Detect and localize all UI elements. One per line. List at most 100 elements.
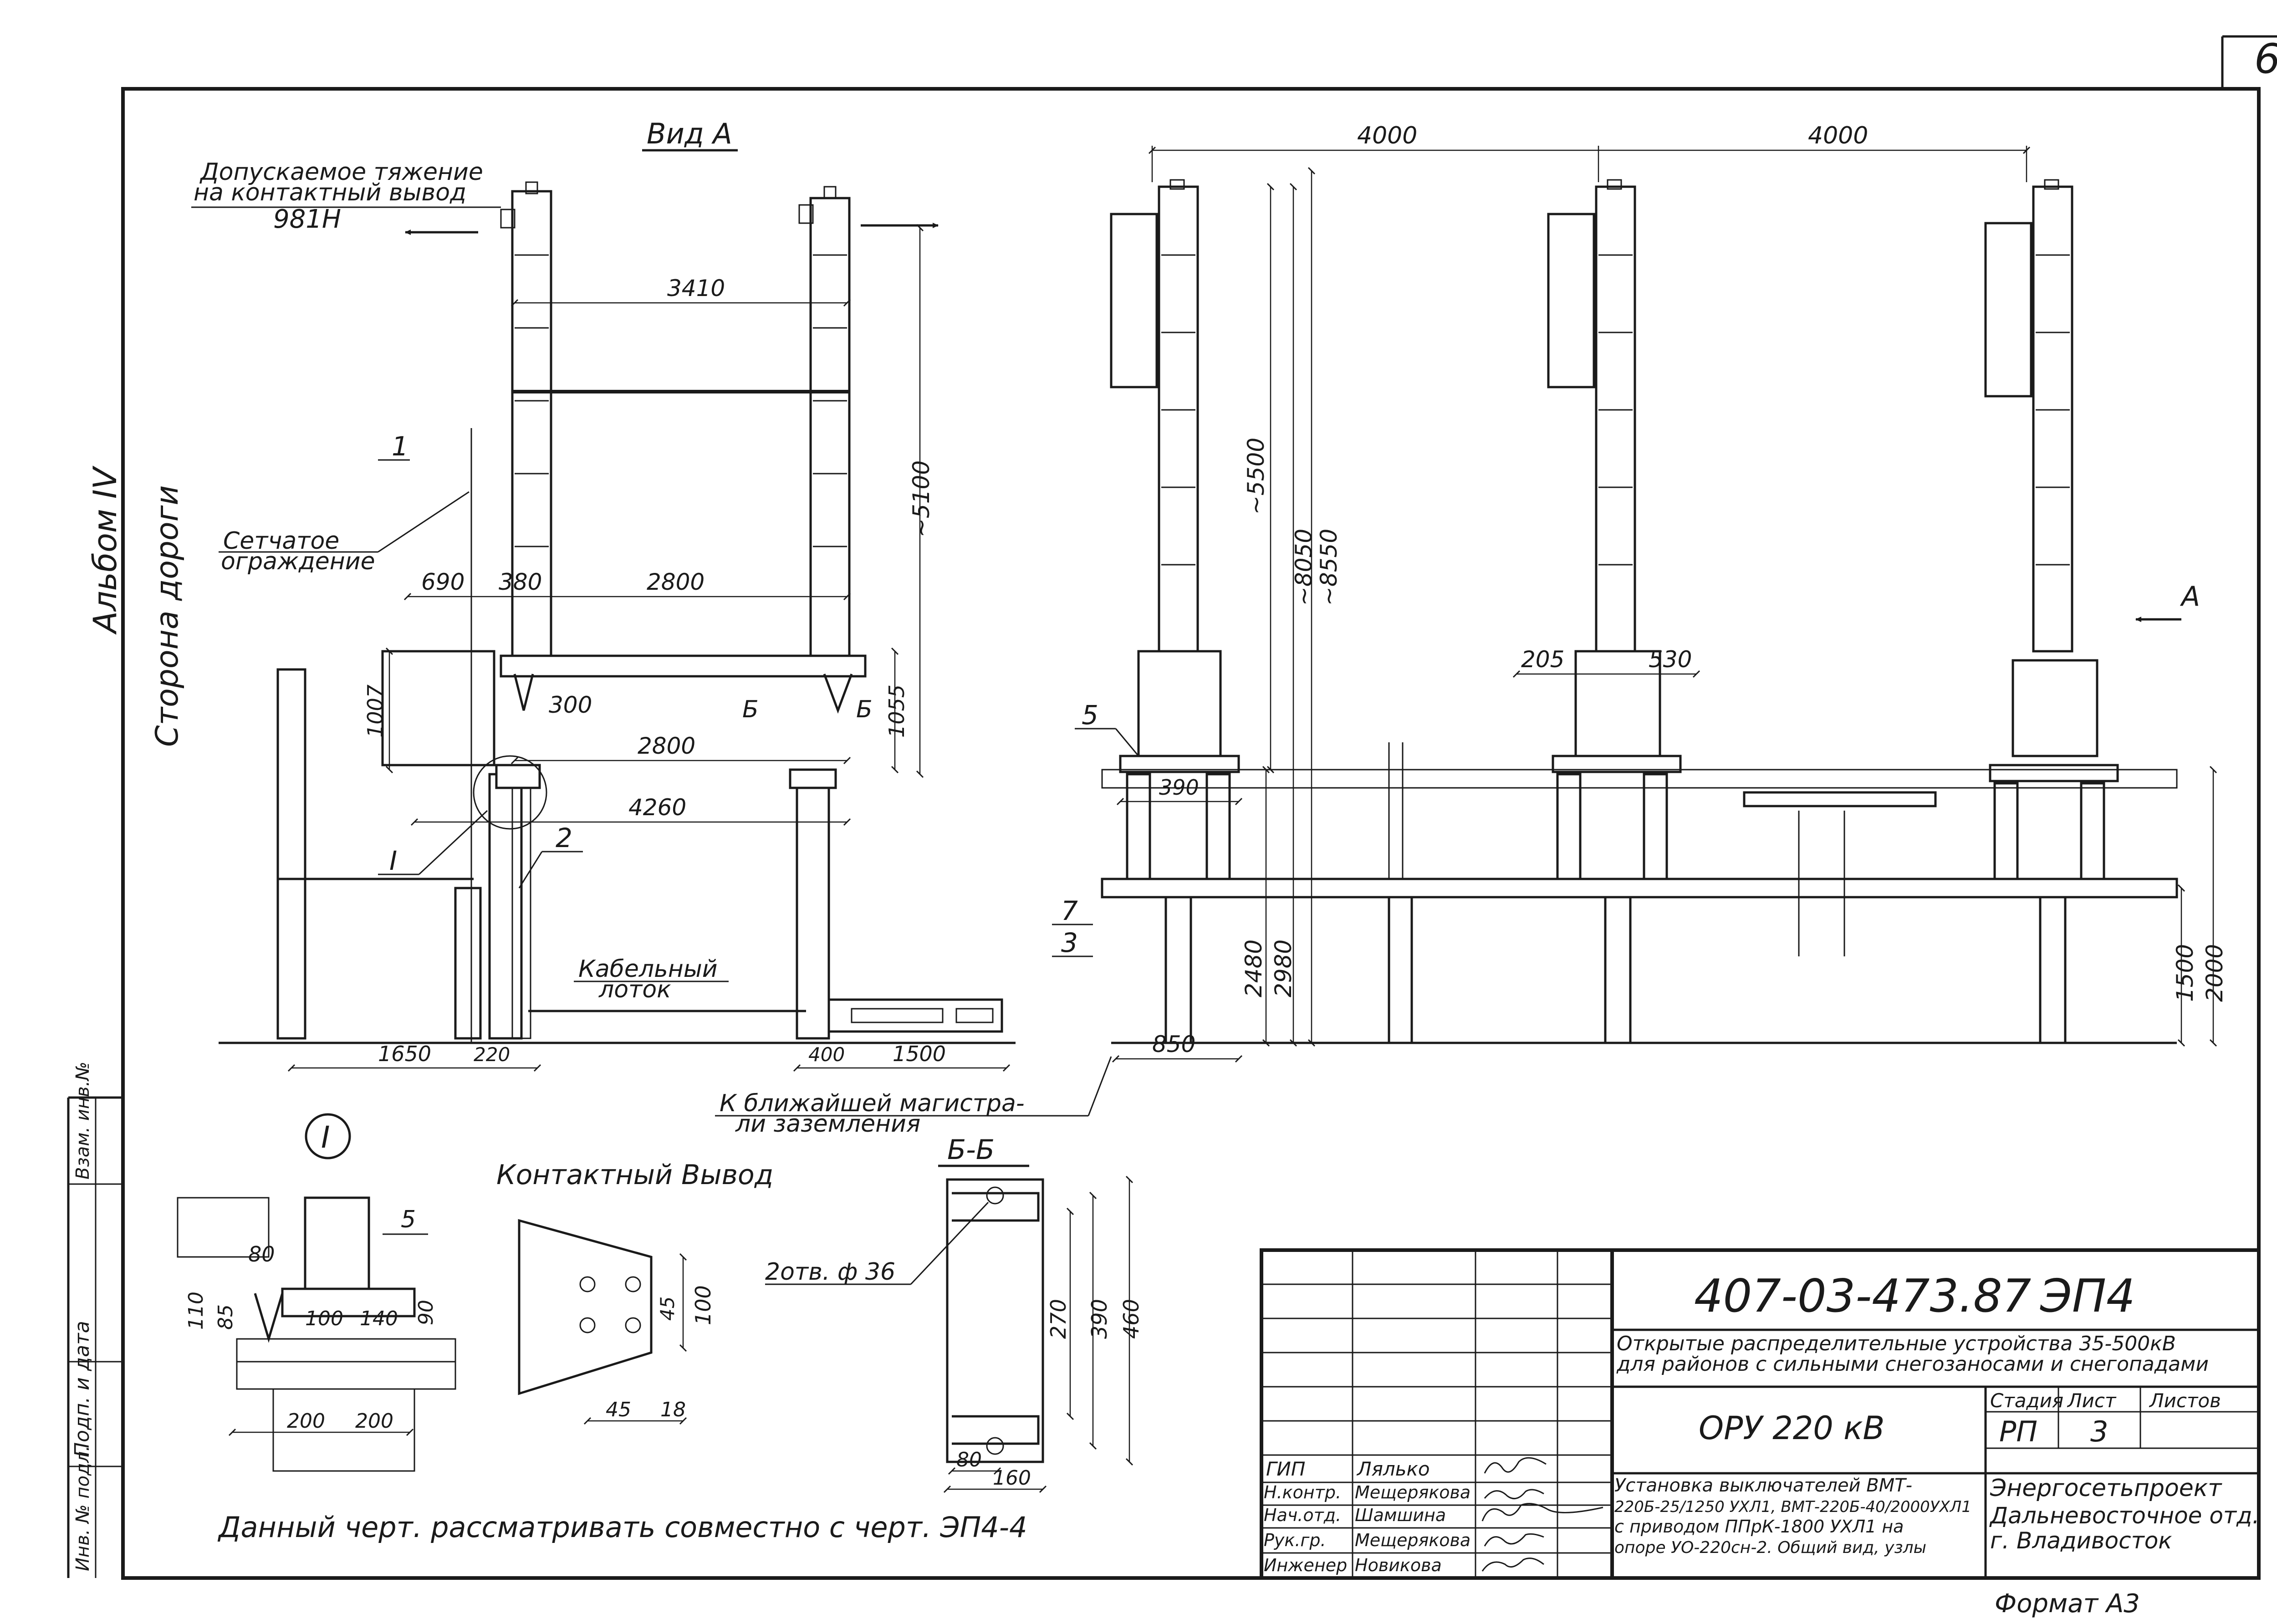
ct-dim-100: 100 [691,1285,715,1325]
dim-2000-side: 2000 [2201,944,2228,1002]
fence-label-line1: Сетчатое [223,527,339,555]
project-line1: Открытые распределительные устройства 35… [1617,1332,2176,1355]
callout-I: I [389,845,397,876]
bb-dim-160: 160 [993,1466,1031,1490]
dim-1500-side: 1500 [2172,944,2198,1002]
bb-dim-390: 390 [1087,1299,1112,1339]
dim-1500: 1500 [893,1042,946,1066]
dim-8550: ~8550 [1316,529,1342,606]
cable-tray-line1: Кабельный [578,955,718,983]
side-callout-7: 7 [1061,895,1078,926]
detail-dim-110: 110 [184,1292,208,1330]
inv-original-label: Инв. № подл. [72,1445,93,1571]
bottom-note: Данный черт. рассматривать совместно с ч… [217,1511,1027,1544]
section-mark-left: Б [742,696,759,723]
detail-dim-140: 140 [360,1307,398,1330]
breaker-pole-1 [1110,179,1240,1044]
sheet-header: Лист [2067,1389,2117,1412]
sheet-value: 3 [2090,1415,2108,1448]
contact-terminal: Контактный Вывод 45 100 45 18 [496,1159,773,1425]
side-view: 4000 4000 [1052,122,2228,1063]
sheet-corner-number: 6 [2254,35,2277,83]
album-label: Альбом IV [87,465,124,635]
dim-4000-left: 4000 [1357,122,1417,149]
road-side-label: Сторона дороги [149,485,185,747]
bb-dim-460: 460 [1119,1299,1144,1339]
dim-380: 380 [499,569,542,595]
dim-5100: ~5100 [908,460,934,537]
view-a: Вид А Допускаемое тяжение на контактный … [149,117,1112,1138]
staff-role-3: Рук.гр. [1264,1530,1326,1550]
dim-5500: ~5500 [1243,438,1269,515]
view-arrow-label: А [2180,581,2200,613]
object-name: ОРУ 220 кВ [1699,1410,1884,1447]
tension-value: 981Н [273,204,341,234]
breaker-pole-2 [1547,179,1682,1044]
side-callout-3: 3 [1061,927,1078,958]
dim-8050: ~8050 [1291,529,1317,606]
callout-2: 2 [556,822,572,853]
staff-role-4: Инженер [1264,1555,1347,1575]
detail-dim-90: 90 [414,1300,438,1325]
drawing-mark: ЭП4 [2040,1269,2135,1323]
dim-220: 220 [474,1043,510,1066]
dim-1007: 1007 [363,684,388,738]
cable-tray-line2: лоток [598,976,671,1003]
format-label: Формат А3 [1995,1589,2140,1619]
dim-850: 850 [1152,1031,1195,1057]
staff-name-1: Мещерякова [1355,1482,1470,1502]
staff-name-3: Мещерякова [1355,1530,1470,1550]
detail-I-marker: I [321,1120,330,1155]
ct-dim-45h: 45 [606,1398,631,1421]
staff-role-1: Н.контр. [1264,1482,1341,1502]
detail-dim-80: 80 [248,1242,275,1267]
dim-2480: 2480 [1241,940,1267,997]
stage-value: РП [1999,1415,2037,1448]
description-line2: 220Б-25/1250 УХЛ1, ВМТ-220Б-40/2000УХЛ1 [1614,1498,1971,1516]
detail-callout-5: 5 [401,1206,416,1233]
dim-400: 400 [808,1043,845,1066]
description-line3: с приводом ППрК-1800 УХЛ1 на [1614,1517,1904,1537]
dim-1055: 1055 [884,684,909,738]
section-bb-title: Б-Б [947,1134,995,1166]
detail-dim-200b: 200 [355,1410,393,1433]
project-line2: для районов с сильными снегозаносами и с… [1616,1353,2209,1376]
dim-530: 530 [1649,646,1692,673]
staff-name-2: Шамшина [1355,1505,1446,1525]
ground-note-line1: К ближайшей магистра- [720,1090,1025,1117]
bb-dim-80: 80 [956,1448,982,1471]
dim-1650: 1650 [378,1042,431,1066]
dim-4260: 4260 [628,794,686,821]
description-line1: Установка выключателей ВМТ- [1614,1475,1912,1496]
tension-note-line2: на контактный вывод [194,179,466,206]
section-mark-right: Б [856,696,873,723]
dim-2980: 2980 [1270,940,1297,997]
breaker-pole-3 [1984,179,2119,1044]
sheet-frame [67,35,2277,1580]
callout-1: 1 [392,431,408,462]
org-line3: г. Владивосток [1990,1527,2172,1554]
staff-role-2: Нач.отд. [1264,1505,1341,1525]
dim-4000-right: 4000 [1808,122,1868,149]
staff-name-0: Лялько [1356,1458,1430,1480]
bb-dim-270: 270 [1046,1299,1071,1339]
sign-date-label: Подп. и дата [71,1321,94,1457]
signatures [1481,1457,1603,1572]
title-block: 407-03-473.87 ЭП4 Открытые распределител… [1260,1248,2261,1619]
view-a-title: Вид А [647,117,732,150]
staff-name-4: Новикова [1355,1555,1442,1575]
holes-note: 2отв. ф 36 [765,1258,895,1286]
ct-dim-18: 18 [660,1398,686,1421]
detail-dim-200a: 200 [287,1410,325,1433]
detail-dim-85: 85 [214,1304,237,1330]
staff-role-0: ГИП [1266,1458,1305,1480]
sheets-header: Листов [2149,1389,2221,1412]
replace-inv-label: Взам. инв.№ [72,1062,93,1180]
dim-390: 390 [1159,775,1199,800]
description-line4: опоре УО-220сн-2. Общий вид, узлы [1614,1538,1926,1557]
dim-300: 300 [549,692,592,718]
side-callout-5: 5 [1082,700,1098,730]
ground-note-line2: ли заземления [735,1110,920,1138]
